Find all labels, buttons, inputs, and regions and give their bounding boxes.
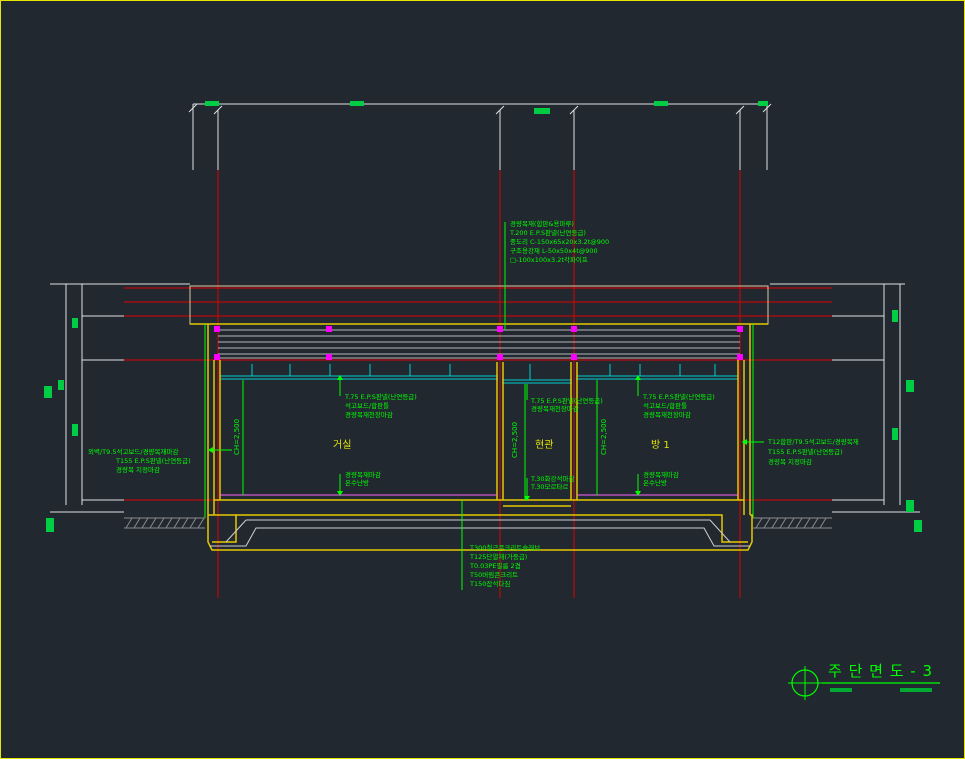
living-floor-note-line: 경량목재마감 [345, 470, 381, 479]
roof-note: 경량목재(합판&용마루) T.200 E.P.S판넬(난연등급) 중도리 C-1… [509, 219, 609, 264]
level-dimension-lines [50, 283, 920, 513]
living-ceiling-note-line: T.75 E.P.S판넬(난연등급) [344, 392, 417, 401]
grid-axes [124, 170, 832, 598]
roof-note-line: 중도리 C-150x65x20x3.2t@900 [510, 237, 609, 246]
roof-note-line: □-100x100x3.2t각파이프 [510, 255, 588, 264]
entry-ceiling-note-line: 경량목재천장마감 [531, 404, 579, 413]
roof-purlins [218, 329, 740, 359]
foundation-note-line: T0.03PE필름 2겹 [469, 562, 521, 570]
right-wall-note-line: 경량목 지정마감 [768, 457, 812, 466]
living-ceiling-note-line: 경량목재천장마감 [345, 410, 393, 419]
roof-note-line: 구조용강재 L-50x50x4t@900 [510, 246, 598, 255]
room-floor-note-line: 경량목재마감 [643, 470, 679, 479]
room-label-entry: 현관 [535, 439, 553, 451]
room-ceiling-note: T.75 E.P.S판넬(난연등급) 석고보드/합판틀 경량목재천장마감 [642, 392, 715, 419]
ground-hatch-left [124, 517, 205, 529]
title-scale-mark [900, 688, 932, 692]
roof-note-line: 경량목재(합판&용마루) [510, 219, 574, 228]
foundation-slab [207, 514, 753, 551]
foundation-note-line: T50버림콘크리트 [469, 570, 518, 579]
entry-ceiling-note: T.75 E.P.S판넬(난연등급) 경량목재천장마감 [530, 396, 603, 413]
floor-line [214, 499, 744, 507]
ceiling-height-dimensions [242, 380, 598, 500]
right-wall-note-line: T12합판/T9.5석고보드/경량목재 [767, 437, 859, 446]
foundation-note: T300철근콘크리트슬래브 T125단열재(가등급) T0.03PE필름 2겹 … [469, 543, 540, 588]
top-dimension-labels [205, 101, 768, 114]
entry-floor-note-line: T.30모르타르 [530, 482, 568, 491]
right-wall-note-line: T155 E.P.S판넬(난연등급) [767, 447, 843, 456]
title-scale-mark [830, 688, 852, 692]
left-wall-note-line: 경량목 지정마감 [116, 465, 160, 474]
room-label-living: 거실 [333, 439, 351, 451]
roof-slab [189, 285, 769, 325]
room-ceiling-note-line: 석고보드/합판틀 [643, 401, 687, 410]
entry-floor-note-line: T.30화강석마감 [530, 474, 574, 483]
left-wall-note-line: 외벽/T9.5석고보드/경량목재마감 [88, 447, 178, 456]
right-wall-note: T12합판/T9.5석고보드/경량목재 T155 E.P.S판넬(난연등급) 경… [767, 437, 859, 466]
room-ceiling-note-line: 경량목재천장마감 [643, 410, 691, 419]
ceiling-height-bedroom: CH=2,500 [600, 419, 608, 455]
foundation-inner [210, 519, 750, 547]
level-markers [44, 310, 922, 532]
walls [207, 324, 751, 515]
living-floor-note-line: 온수난방 [345, 478, 369, 487]
title-block: 주 단 면 도 - 3 [788, 662, 940, 700]
living-floor-note: 경량목재마감 온수난방 [345, 470, 381, 487]
left-wall-note-line: T155 E.P.S판넬(난연등급) [115, 456, 191, 465]
top-dimension-line [188, 103, 772, 170]
room-floor-note: 경량목재마감 온수난방 [643, 470, 679, 487]
living-ceiling-note-line: 석고보드/합판틀 [345, 401, 389, 410]
ceiling-height-living: CH=2,500 [233, 419, 241, 455]
left-wall-note: 외벽/T9.5석고보드/경량목재마감 T155 E.P.S판넬(난연등급) 경량… [88, 447, 191, 474]
foundation-note-line: T150잡석다짐 [469, 579, 510, 588]
room-floor-note-line: 온수난방 [643, 478, 667, 487]
entry-floor-note: T.30화강석마감 T.30모르타르 [530, 474, 574, 491]
ceiling-height-entry: CH=2,500 [511, 422, 519, 458]
exterior-wall-lines [204, 324, 754, 518]
room-label-bedroom: 방 1 [651, 439, 670, 451]
entry-ceiling-note-line: T.75 E.P.S판넬(난연등급) [530, 396, 603, 405]
drawing-title: 주 단 면 도 - 3 [828, 662, 933, 680]
room-ceiling-note-line: T.75 E.P.S판넬(난연등급) [642, 392, 715, 401]
roof-note-line: T.200 E.P.S판넬(난연등급) [509, 228, 586, 237]
ceiling-joists [220, 364, 738, 384]
leader-arrows [208, 375, 747, 501]
ground-hatch-right [753, 517, 832, 529]
foundation-note-line: T125단열재(가등급) [469, 552, 527, 561]
roof-posts [214, 326, 743, 360]
living-ceiling-note: T.75 E.P.S판넬(난연등급) 석고보드/합판틀 경량목재천장마감 [344, 392, 417, 419]
foundation-note-line: T300철근콘크리트슬래브 [469, 543, 540, 552]
